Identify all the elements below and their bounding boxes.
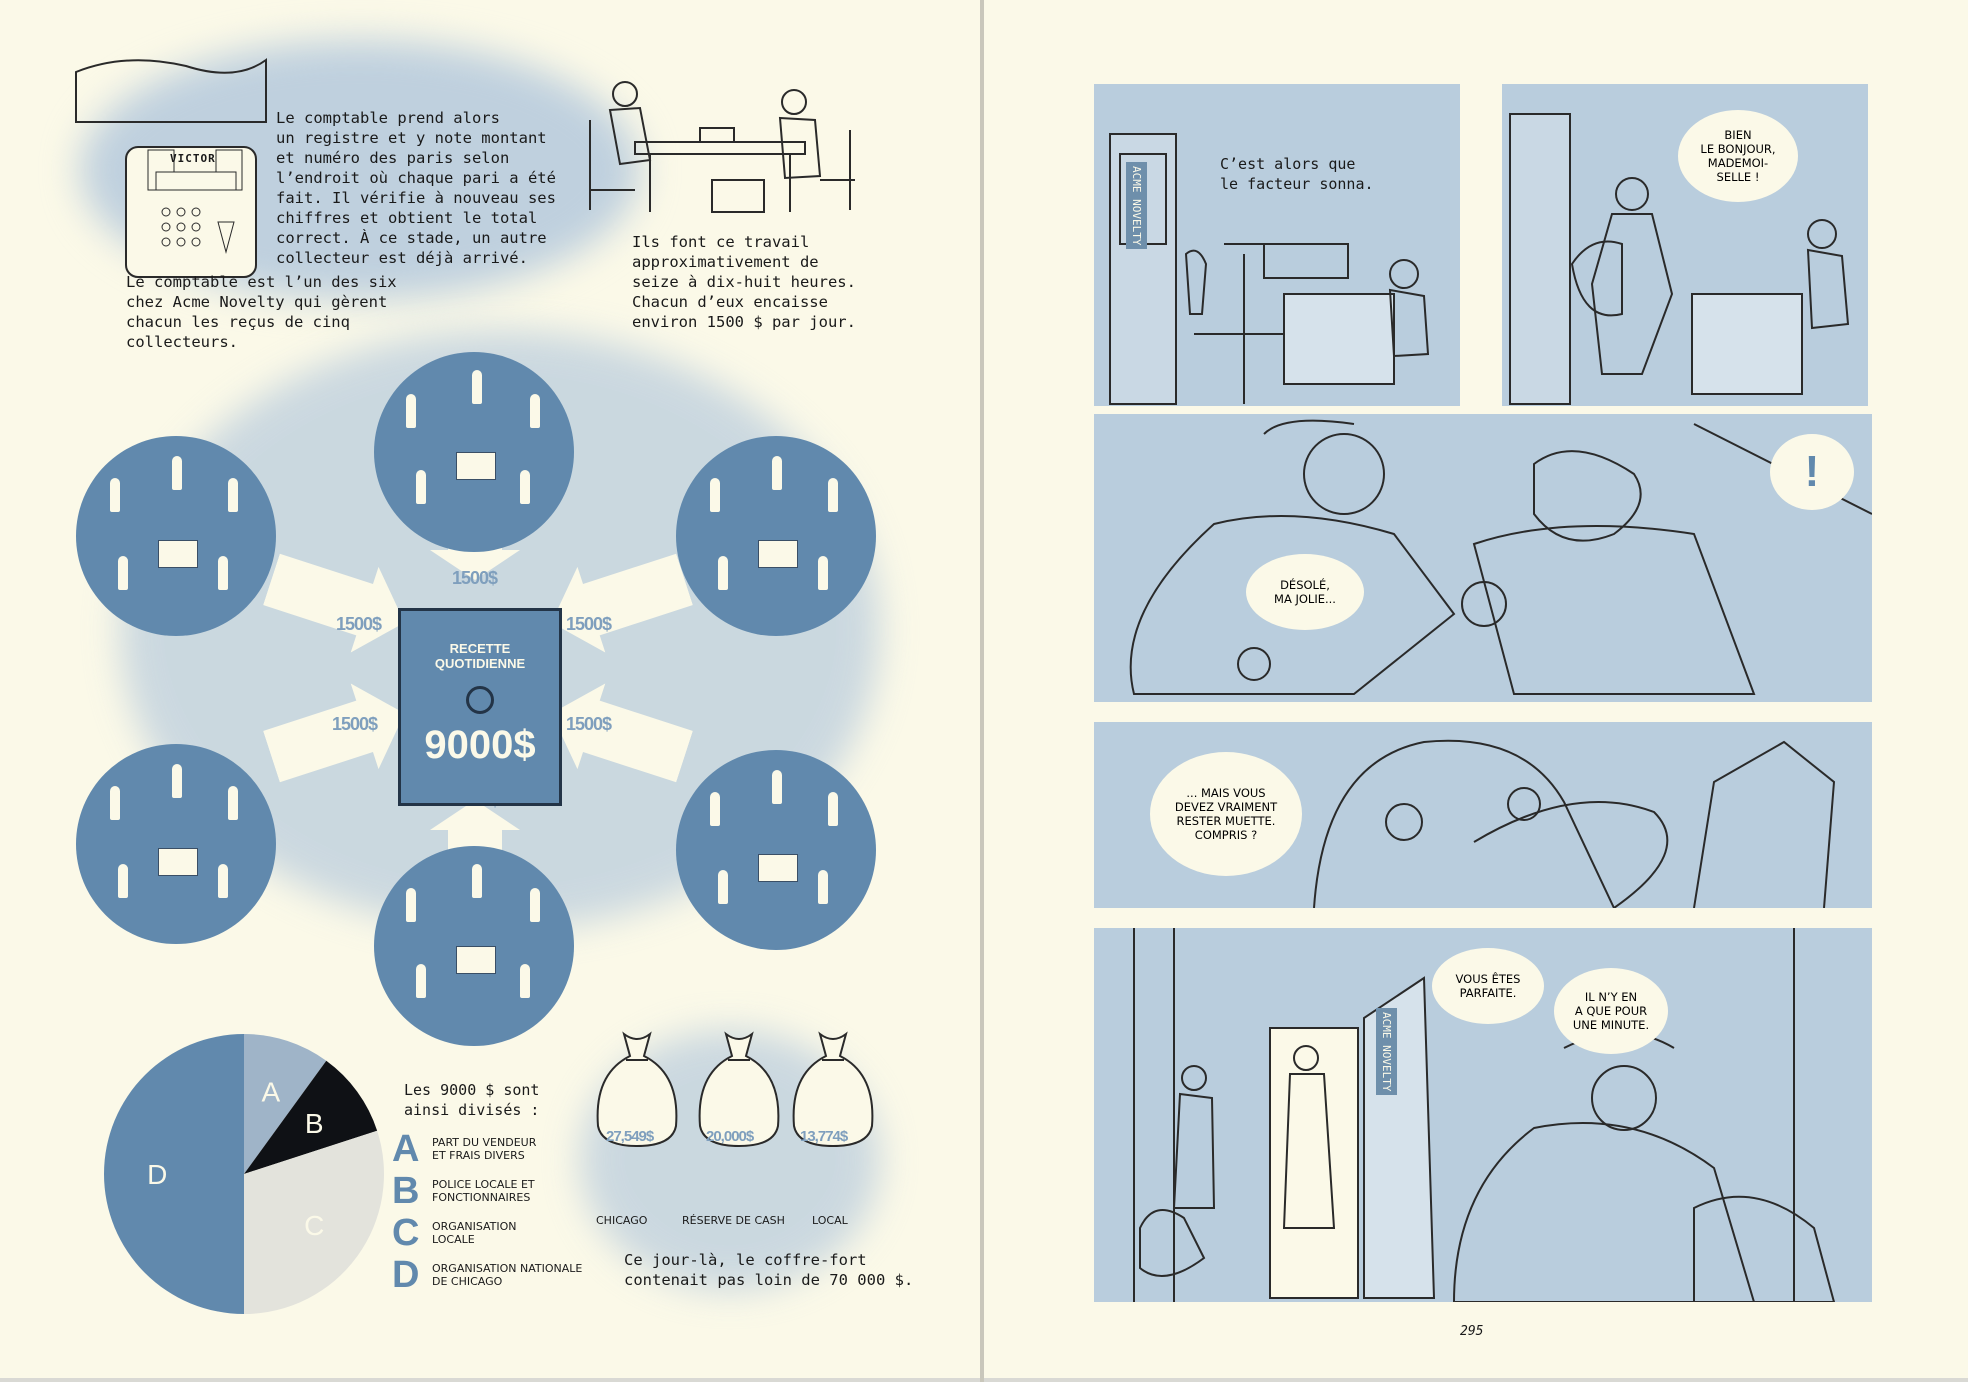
pie-label-c: C [304,1210,324,1241]
machine-label: VICTOR [170,152,216,165]
legend-intro: Les 9000 $ sont ainsi divisés : [404,1081,540,1119]
panel-1-caption: C’est alors que le facteur sonna. [1220,155,1374,193]
collector-group-bottom [374,846,574,1046]
panel-5-speech-balloon-2: IL N’Y EN A QUE POUR UNE MINUTE. [1554,968,1668,1054]
money-bag-local-icon [792,1031,874,1148]
legend-text-a: PART DU VENDEUR ET FRAIS DIVERS [432,1136,537,1162]
pie-slice-d [104,1034,244,1314]
flow-amount-top: 1500$ [452,568,498,588]
split-pie-chart: AB C D [104,1034,385,1314]
money-bag-chicago-icon [596,1031,678,1148]
flow-amount-lower-right: 1500$ [566,714,612,734]
legend-text-c: ORGANISATION LOCALE [432,1220,517,1246]
panel-3-speech-balloon: DÉSOLÉ, MA JOLIE... [1246,554,1364,630]
panel-5: ACME NOVELTY VOUS ÊTES PARFAITE. IL N’Y … [1092,926,1874,1304]
legend-letter-a: A [392,1128,420,1170]
legend-letter-d: D [392,1254,420,1296]
collector-group-lower-left [76,744,276,944]
collector-group-upper-left [76,436,276,636]
panel-4: ... MAIS VOUS DEVEZ VRAIMENT RESTER MUET… [1092,720,1874,910]
panel-1-door-sign: ACME NOVELTY [1126,162,1147,250]
collector-group-top [374,352,574,552]
pie-slice-a [244,1034,327,1174]
safe-dial-icon [466,686,494,714]
left-page: VICTOR Le comptable prend alors un regis… [0,0,980,1378]
daily-receipts-safe: RECETTE QUOTIDIENNE 9000$ [398,608,562,806]
panel-5-door-sign: ACME NOVELTY [1376,1008,1397,1096]
pie-slice-c [244,1130,385,1314]
caption-safe-total: Ce jour-là, le coffre-fort contenait pas… [624,1251,914,1289]
legend-text-d: ORGANISATION NATIONALE DE CHICAGO [432,1262,583,1288]
collector-group-upper-right [676,436,876,636]
bag-label-local: LOCAL [812,1214,848,1227]
page-number: 295 [1460,1324,1484,1339]
caption-accountant-register: Le comptable prend alors un registre et … [276,109,556,267]
page-gutter [980,0,984,1382]
legend-text-b: POLICE LOCALE ET FONCTIONNAIRES [432,1178,535,1204]
panel-1: ACME NOVELTY C’est alors que le facteur … [1092,82,1462,408]
money-bag-reserve-icon [698,1031,780,1148]
pie-slice-b [244,1060,378,1174]
legend-letter-c: C [392,1212,420,1254]
pie-label-b: B [305,1108,324,1139]
flow-amount-lower-left: 1500$ [332,714,378,734]
safe-value: 9000$ [424,723,536,767]
collector-group-lower-right [676,750,876,950]
caption-work-hours: Ils font ce travail approximativement de… [632,233,856,331]
panel-3-exclaim-balloon: ! [1770,434,1854,510]
safe-label: RECETTE QUOTIDIENNE [434,641,526,671]
pie-label-a: A [261,1076,280,1107]
panel-3: ! DÉSOLÉ, MA JOLIE... [1092,412,1874,704]
adding-machine-illustration [75,58,267,278]
panel-4-speech-balloon: ... MAIS VOUS DEVEZ VRAIMENT RESTER MUET… [1150,752,1302,876]
pie-label-d: D [147,1159,167,1190]
panel-2-speech-balloon: BIEN LE BONJOUR, MADEMOI- SELLE ! [1678,110,1798,202]
bag-value-reserve: 20,000$ [706,1128,754,1145]
office-desk-illustration [589,81,855,213]
caption-accountant-count: Le comptable est l’un des six chez Acme … [126,273,397,351]
bag-value-chicago: 27,549$ [606,1128,654,1145]
panel-5-speech-balloon-1: VOUS ÊTES PARFAITE. [1432,948,1544,1024]
bag-label-reserve: RÉSERVE DE CASH [682,1214,785,1227]
right-page: ACME NOVELTY C’est alors que le facteur … [984,0,1968,1378]
bag-label-chicago: CHICAGO [596,1214,648,1227]
bag-value-local: 13,774$ [800,1128,848,1145]
panel-2: BIEN LE BONJOUR, MADEMOI- SELLE ! [1500,82,1870,408]
flow-amount-upper-left: 1500$ [336,614,382,634]
flow-amount-upper-right: 1500$ [566,614,612,634]
legend-letter-b: B [392,1170,420,1212]
